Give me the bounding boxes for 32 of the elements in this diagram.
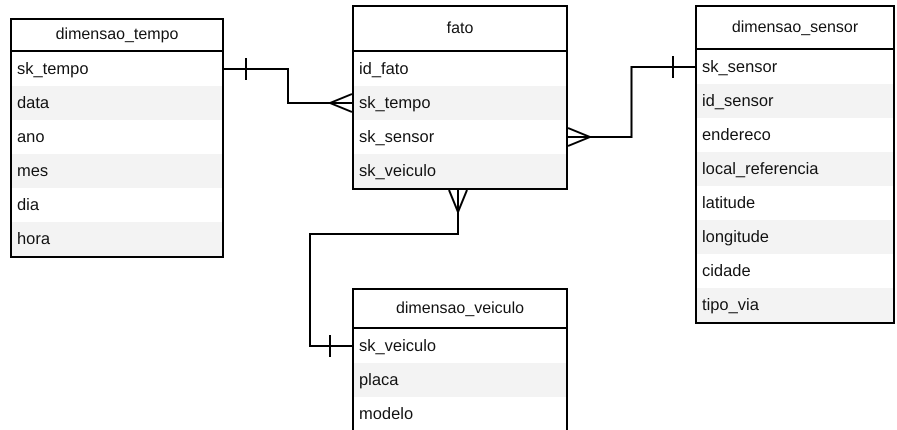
relationship-line xyxy=(309,189,468,358)
table-field: longitude xyxy=(697,220,893,254)
table-field: mes xyxy=(12,154,222,188)
table xyxy=(352,5,568,190)
table-field: sk_veiculo xyxy=(354,329,566,363)
table-field: id_fato xyxy=(354,52,566,86)
table-field: cidade xyxy=(697,254,893,288)
relationship-line xyxy=(567,55,695,147)
table-title: dimensao_sensor xyxy=(697,7,893,50)
table-field: endereco xyxy=(697,118,893,152)
table xyxy=(10,18,224,258)
table-title: dimensao_veiculo xyxy=(354,290,566,329)
table-field: data xyxy=(12,86,222,120)
table-field: placa xyxy=(354,363,566,397)
table-field: modelo xyxy=(354,397,566,430)
table-field: hora xyxy=(12,222,222,256)
table-field: sk_sensor xyxy=(354,120,566,154)
table-field: id_sensor xyxy=(697,84,893,118)
table-title: fato xyxy=(354,7,566,52)
table xyxy=(695,5,895,324)
table-field: sk_veiculo xyxy=(354,154,566,188)
relationship-line xyxy=(224,57,353,113)
table-field: sk_sensor xyxy=(697,50,893,84)
table-field: tipo_via xyxy=(697,288,893,322)
table-field: latitude xyxy=(697,186,893,220)
table-title: dimensao_tempo xyxy=(12,20,222,52)
table-field: ano xyxy=(12,120,222,154)
table-field: dia xyxy=(12,188,222,222)
table-field: sk_tempo xyxy=(354,86,566,120)
table xyxy=(352,288,568,430)
table-field: sk_tempo xyxy=(12,52,222,86)
table-field: local_referencia xyxy=(697,152,893,186)
